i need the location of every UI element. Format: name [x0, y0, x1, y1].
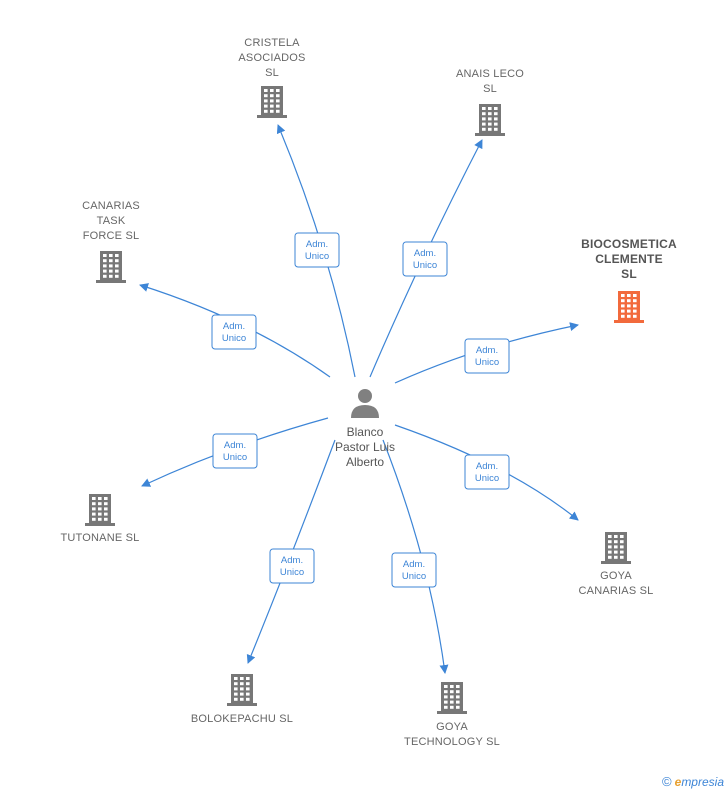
company-node-goya-technology[interactable]: GOYA TECHNOLOGY SL [404, 682, 500, 748]
role-badge-text: Unico [475, 357, 499, 368]
company-label-line: CLEMENTE [595, 252, 663, 266]
company-label-line: TECHNOLOGY SL [404, 736, 500, 748]
edge-role-badge[interactable]: Adm.Unico [212, 433, 258, 469]
role-badge-box [269, 548, 315, 584]
role-badge-text: Adm. [306, 239, 328, 250]
company-label-line: CRISTELA [244, 37, 300, 49]
company-label-line: CANARIAS SL [579, 585, 654, 597]
edge-role-badge[interactable]: Adm.Unico [269, 548, 315, 584]
edge-role-badge[interactable]: Adm.Unico [391, 552, 437, 588]
role-badge-text: Adm. [476, 345, 498, 356]
building-icon [227, 674, 257, 706]
company-node-tutonane[interactable]: TUTONANE SL [60, 494, 139, 544]
company-label-line: ANAIS LECO [456, 68, 524, 80]
building-icon [614, 291, 644, 323]
edge-role-badge[interactable]: Adm.Unico [464, 454, 510, 490]
edge-role-badge[interactable]: Adm.Unico [464, 338, 510, 374]
empresia-watermark: ©empresia [662, 774, 724, 789]
company-node-goya-canarias[interactable]: GOYA CANARIAS SL [579, 532, 654, 597]
company-label-line: SL [265, 67, 279, 79]
building-icon [475, 104, 505, 136]
role-badge-text: Unico [475, 473, 499, 484]
building-icon [601, 532, 631, 564]
role-badge-box [211, 314, 257, 350]
edge-tutonane: Adm.Unico [141, 417, 329, 487]
role-badge-box [464, 338, 510, 374]
company-node-canarias-task[interactable]: CANARIAS TASK FORCE SL [82, 200, 140, 283]
role-badge-box [294, 232, 340, 268]
role-badge-text: Unico [413, 260, 437, 271]
person-label-line: Blanco [347, 425, 384, 439]
edge-canarias-task: Adm.Unico [139, 283, 331, 378]
company-node-anais[interactable]: ANAIS LECO SL [456, 68, 524, 136]
company-label-line: BIOCOSMETICA [581, 237, 677, 251]
company-label-line: TUTONANE SL [60, 532, 139, 544]
copyright-symbol: © [662, 774, 672, 789]
company-label-line: SL [483, 83, 497, 95]
edge-anais: Adm.Unico [369, 139, 483, 378]
nodes: CRISTELA ASOCIADOS SL ANAIS LECO SL CANARIAS T… [60, 37, 677, 748]
company-label-line: BOLOKEPACHU SL [191, 713, 293, 725]
building-icon [437, 682, 467, 714]
edge-bolokepachu: Adm.Unico [246, 439, 336, 664]
company-node-cristela[interactable]: CRISTELA ASOCIADOS SL [238, 37, 305, 118]
brand-initial: e [674, 775, 682, 789]
role-badge-text: Adm. [281, 555, 303, 566]
role-badge-text: Adm. [476, 461, 498, 472]
building-icon [96, 251, 126, 283]
company-label-line: FORCE SL [83, 230, 140, 242]
role-badge-box [402, 241, 448, 277]
company-label-line: TASK [97, 215, 126, 227]
edge-role-badge[interactable]: Adm.Unico [294, 232, 340, 268]
role-badge-text: Unico [305, 251, 329, 262]
role-badge-text: Unico [402, 571, 426, 582]
role-badge-box [212, 433, 258, 469]
role-badge-text: Unico [222, 333, 246, 344]
company-node-bolokepachu[interactable]: BOLOKEPACHU SL [191, 674, 293, 725]
edge-role-badge[interactable]: Adm.Unico [211, 314, 257, 350]
role-badge-text: Adm. [223, 321, 245, 332]
role-badge-text: Unico [223, 452, 247, 463]
edge-cristela: Adm.Unico [276, 124, 356, 378]
role-badge-text: Unico [280, 567, 304, 578]
building-icon [257, 86, 287, 118]
company-label-line: GOYA [600, 570, 632, 582]
role-badge-text: Adm. [414, 248, 436, 259]
company-label-line: GOYA [436, 721, 468, 733]
role-badge-text: Adm. [403, 559, 425, 570]
company-label-line: ASOCIADOS [238, 52, 305, 64]
brand-name: mpresia [681, 775, 724, 789]
role-badge-box [391, 552, 437, 588]
edge-goya-technology: Adm.Unico [382, 439, 449, 674]
building-icon [85, 494, 115, 526]
role-badge-text: Adm. [224, 440, 246, 451]
person-icon [351, 389, 379, 418]
edge-goya-canarias: Adm.Unico [394, 424, 579, 521]
role-badge-box [464, 454, 510, 490]
person-label-line: Alberto [346, 455, 384, 469]
edge-role-badge[interactable]: Adm.Unico [402, 241, 448, 277]
company-label-line: SL [621, 267, 637, 281]
person-label-line: Pastor Luis [335, 440, 395, 454]
edge-biocosmetica: Adm.Unico [394, 322, 579, 384]
company-label-line: CANARIAS [82, 200, 140, 212]
